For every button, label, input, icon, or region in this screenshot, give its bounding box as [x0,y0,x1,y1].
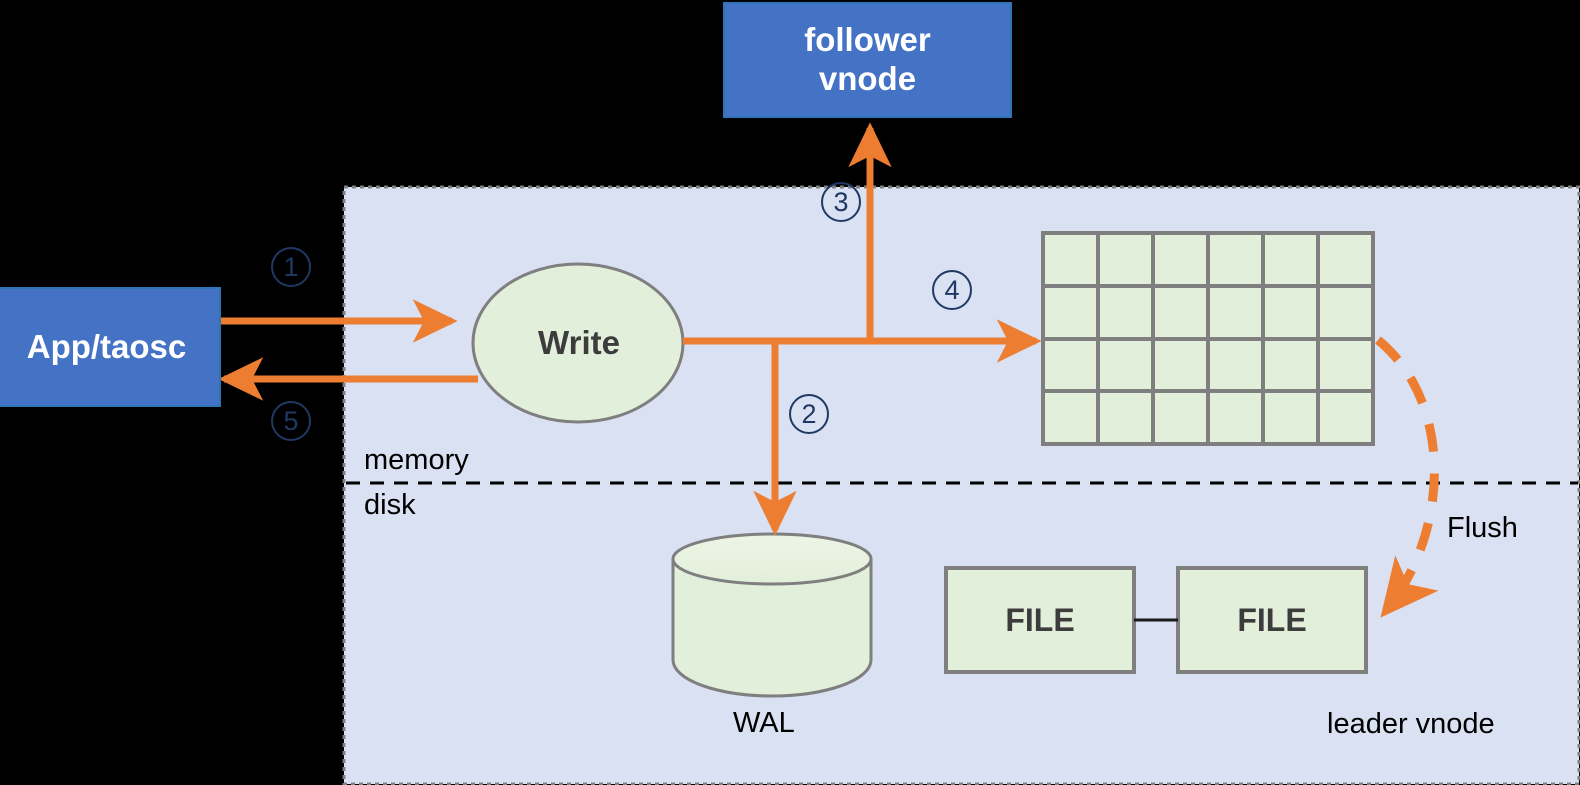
flush-label: Flush [1447,512,1518,544]
memtable-grid [1041,231,1375,446]
follower-vnode-label: follower vnode [804,21,931,97]
leader-vnode-label: leader vnode [1327,708,1495,740]
app-taosc-label: App/taosc [26,327,187,365]
wal-cylinder [671,532,873,698]
app-taosc-box[interactable]: App/taosc [0,287,221,407]
disk-label: disk [364,489,416,521]
file-box-1 [944,566,1136,674]
step-number-5: 5 [271,401,311,441]
step-number-3: 3 [821,182,861,222]
step-number-4: 4 [932,270,972,310]
write-ellipse [471,262,685,424]
file-box-2 [1176,566,1368,674]
step-number-2: 2 [789,394,829,434]
edge-flush-curve [1375,336,1439,618]
follower-vnode-box[interactable]: follower vnode [723,2,1012,118]
step-number-1: 1 [271,247,311,287]
memory-label: memory [364,444,469,476]
wal-label: WAL [733,707,795,739]
